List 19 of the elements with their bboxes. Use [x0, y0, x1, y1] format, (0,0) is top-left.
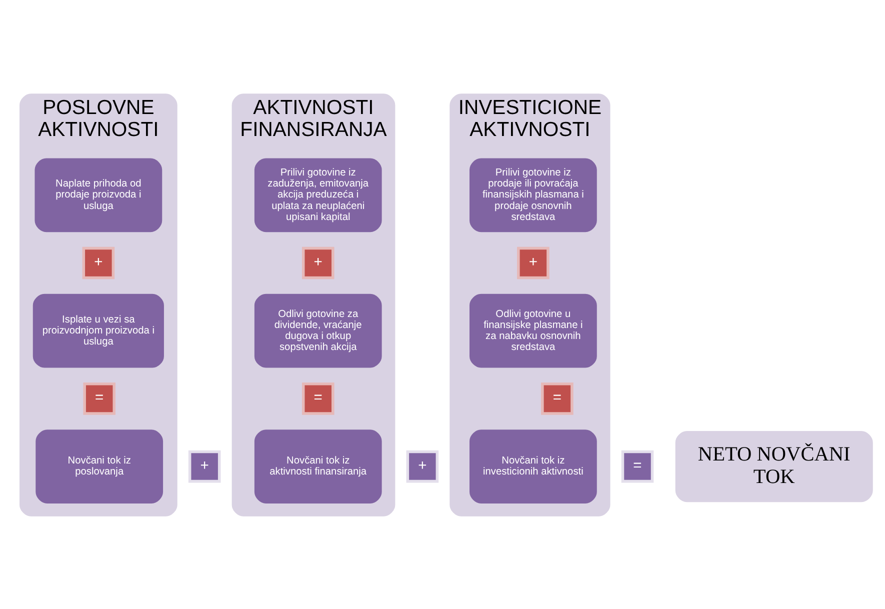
node-box: Prilivi gotovine iz zaduženja, emitovanja akcija preduzeća i uplata za neuplaćeni upisani kapital	[254, 158, 382, 232]
node-box: Isplate u vezi sa proizvodnjom proizvoda i usluga	[32, 293, 164, 368]
node-box: +	[302, 246, 334, 279]
node-box: =	[621, 450, 654, 482]
node-box: Novčani tok iz poslovanja	[36, 429, 164, 503]
node-box: Odlivi gotovine za dividende, vraćanje dugova i otkup sopstvenih akcija	[254, 293, 382, 368]
node-box: =	[83, 382, 116, 414]
node-box: Prilivi gotovine iz prodaje ili povraćaja finansijskih plasmana i prodaje osnovnih sredstava	[470, 158, 597, 232]
node-box: +	[517, 246, 550, 279]
node-box: NETO NOVČANI TOK	[675, 430, 873, 502]
node-box: +	[406, 450, 439, 482]
node-box: =	[541, 382, 574, 414]
node-box: Naplate prihoda od prodaje proizvoda i usluga	[34, 158, 162, 232]
node-box: Odlivi gotovine u finansijske plasmane i za nabavku osnovnih sredstava	[470, 293, 597, 368]
node-box: +	[82, 246, 115, 279]
node-box: =	[302, 382, 334, 414]
node-box: +	[188, 450, 221, 482]
node-box: Novčani tok iz investicionih aktivnosti	[470, 429, 597, 503]
node-box: Novčani tok iz aktivnosti finansiranja	[254, 429, 382, 503]
